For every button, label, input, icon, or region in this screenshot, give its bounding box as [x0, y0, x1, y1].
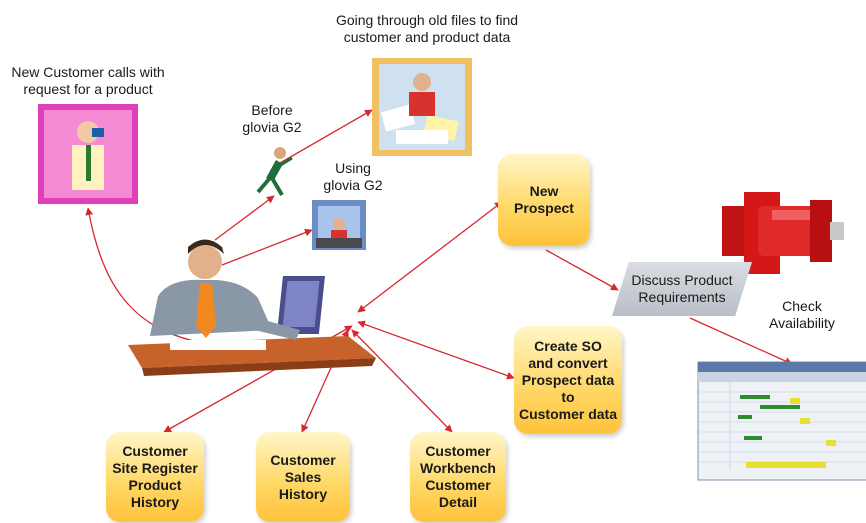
man-at-computer-picture: [128, 239, 376, 376]
check-availability-caption: Check Availability: [769, 298, 835, 331]
running-man-icon: [256, 147, 293, 197]
discuss-requirements-box: Discuss Product Requirements: [612, 262, 752, 316]
old-files-caption: Going through old files to find customer…: [335, 12, 519, 45]
new-prospect-box: New Prospect: [498, 154, 590, 246]
arrow-man-to-workbench: [351, 329, 453, 433]
red-pump-picture: [722, 192, 844, 274]
arrow-prospect-to-discuss: [545, 249, 619, 291]
arrow-man-to-create-so: [357, 320, 515, 380]
arrow-man-to-prospect: [357, 201, 503, 313]
customer-site-register-box: Customer Site Register Product History: [106, 432, 204, 522]
paper-pile-picture: [372, 58, 472, 156]
arrow-man-to-runner: [214, 195, 275, 241]
before-glovia-caption: Before glovia G2: [242, 102, 302, 135]
glovia-screen-picture: [312, 200, 366, 250]
customer-workbench-box: Customer Workbench Customer Detail: [410, 432, 506, 522]
arrow-discuss-to-grid: [689, 317, 793, 365]
using-glovia-caption: Using glovia G2: [323, 160, 383, 193]
new-customer-caption: New Customer calls with request for a pr…: [11, 64, 165, 97]
customer-sales-history-box: Customer Sales History: [256, 432, 350, 522]
availability-grid-screenshot: [697, 361, 866, 481]
arrow-man-to-glovia: [221, 228, 313, 266]
arrow-runner-to-files: [279, 109, 373, 164]
phone-caller-picture: [38, 104, 138, 204]
create-so-box: Create SO and convert Prospect data to C…: [514, 326, 622, 434]
